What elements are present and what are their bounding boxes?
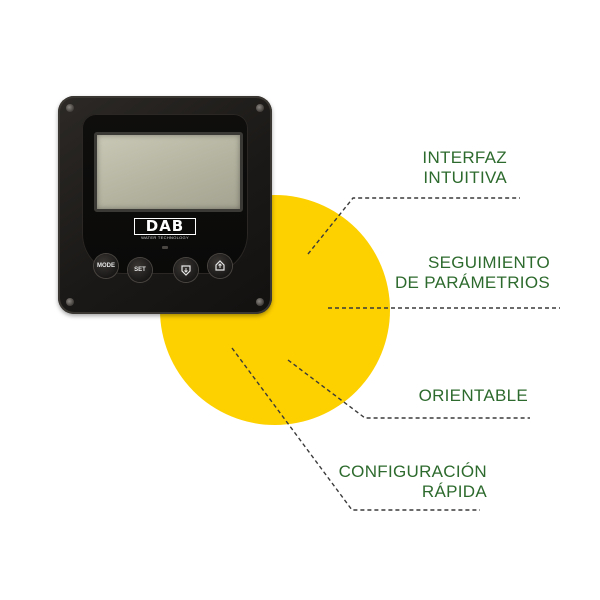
- brand-name: DAB: [134, 218, 196, 235]
- screw-bottom-left: [66, 298, 74, 306]
- screw-bottom-right: [256, 298, 264, 306]
- up-button[interactable]: [208, 254, 232, 278]
- control-panel-device: DAB WATER TECHNOLOGY MODE SET: [58, 96, 272, 314]
- screw-top-right: [256, 104, 264, 112]
- lcd-display: [94, 132, 243, 212]
- feature-label-orientable: ORIENTABLE: [418, 386, 528, 405]
- feature-label-seguimiento: SEGUIMIENTO DE PARÁMETRIOS: [394, 253, 550, 292]
- mode-button[interactable]: MODE: [94, 254, 118, 278]
- down-button[interactable]: [174, 258, 198, 282]
- screw-top-left: [66, 104, 74, 112]
- brand-tagline: WATER TECHNOLOGY: [141, 235, 189, 240]
- feature-label-configuracion: CONFIGURACIÓN RÁPIDA: [338, 462, 487, 501]
- feature-label-interfaz: INTERFAZ INTUITIVA: [422, 148, 507, 187]
- mode-button-label: MODE: [97, 263, 115, 269]
- status-led: [162, 246, 168, 249]
- up-arrow-icon: [215, 260, 225, 271]
- down-arrow-icon: [181, 265, 191, 276]
- set-button-label: SET: [134, 267, 146, 273]
- brand-logo: DAB WATER TECHNOLOGY: [134, 218, 196, 240]
- set-button[interactable]: SET: [128, 258, 152, 282]
